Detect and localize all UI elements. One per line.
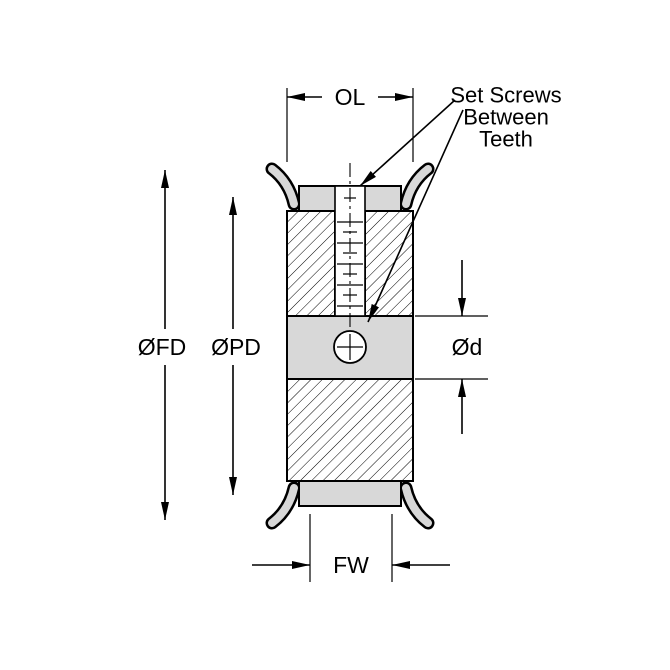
label-fw: FW (333, 552, 369, 578)
pulley-body (265, 162, 435, 530)
flange-horn-top-left (265, 162, 301, 211)
dim-fd: ØFD (138, 170, 187, 520)
annotation-set-screws-line2: Between (463, 105, 549, 130)
annotation-set-screws: Set Screws Between Teeth (359, 83, 562, 323)
hatch-section-upper-right (364, 210, 414, 317)
bore-circle (333, 330, 367, 364)
dim-pd: ØPD (211, 197, 261, 495)
label-pd: ØPD (211, 334, 261, 360)
annotation-set-screws-line3: Teeth (479, 127, 533, 152)
set-screw-leader-bore (367, 109, 464, 323)
label-d: Ød (452, 334, 483, 360)
flange-horn-top-right (399, 162, 435, 211)
dim-ol: OL (286, 84, 414, 162)
label-fd: ØFD (138, 334, 187, 360)
bottom-rim-band (298, 480, 402, 507)
set-screw-leader-top (359, 99, 456, 187)
hatch-section-lower (286, 378, 414, 482)
dim-fw: FW (252, 514, 450, 582)
flange-horn-bottom-left (265, 481, 301, 530)
flange-horn-bottom-right (399, 481, 435, 530)
annotation-set-screws-line1: Set Screws (450, 83, 561, 108)
hatch-section-upper-left (286, 210, 336, 317)
dim-d: Ød (415, 260, 488, 434)
label-ol: OL (335, 84, 366, 110)
